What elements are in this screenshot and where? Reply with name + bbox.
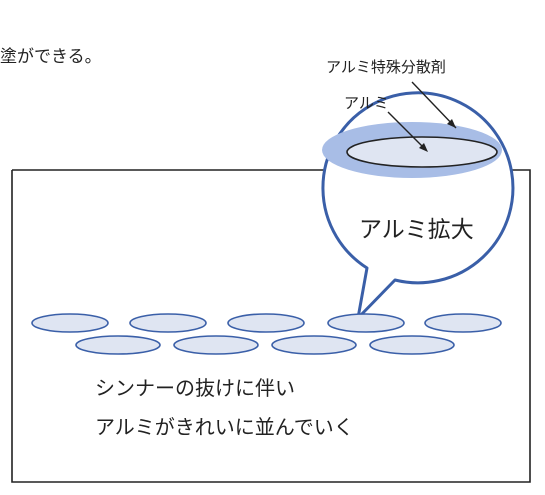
aluminum-flake-magnified	[346, 136, 498, 168]
flake	[227, 313, 305, 333]
flake-row-1	[31, 313, 502, 333]
label-aluminum: アルミ	[344, 94, 389, 112]
arrowhead-aluminum	[419, 143, 428, 152]
flake	[271, 335, 357, 355]
arrow-dispersant	[411, 81, 457, 129]
bubble-title: アルミ拡大	[359, 217, 474, 243]
flake	[424, 313, 502, 333]
flake	[75, 335, 161, 355]
caption-line-2: アルミがきれいに並んでいく	[95, 415, 354, 439]
flake-row-2	[75, 335, 455, 355]
flake	[327, 313, 405, 333]
flake	[369, 335, 455, 355]
magnify-bubble	[321, 81, 515, 320]
flake	[129, 313, 207, 333]
intro-text: 塗ができる。	[0, 47, 102, 67]
arrowhead-dispersant	[447, 119, 456, 128]
caption-line-1: シンナーの抜けに伴い	[95, 376, 295, 400]
label-dispersant: アルミ特殊分散剤	[326, 58, 446, 76]
arrow-aluminum	[387, 111, 427, 151]
flake	[31, 313, 109, 333]
flake	[173, 335, 259, 355]
